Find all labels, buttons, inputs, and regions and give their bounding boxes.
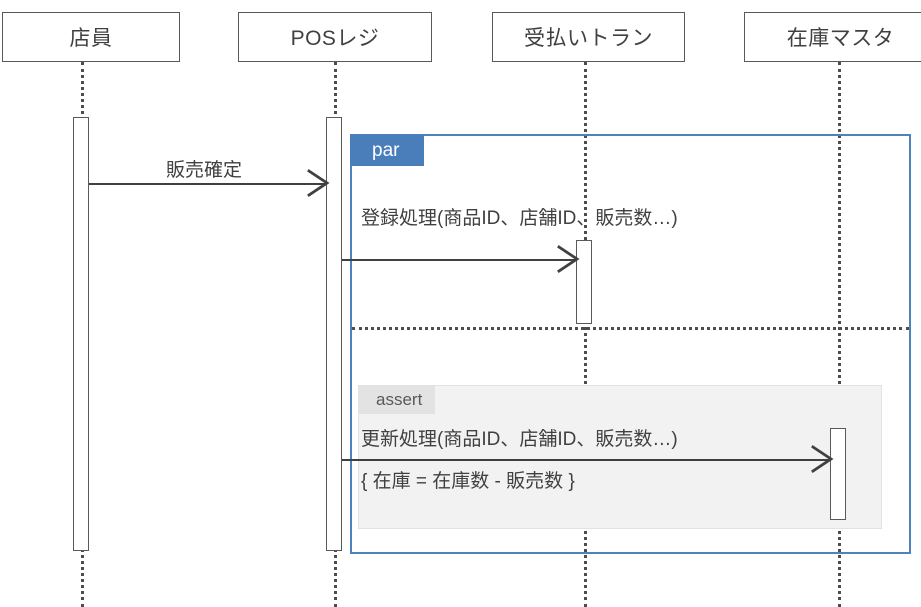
activation-bar-stock[interactable] <box>830 428 846 520</box>
lifeline-head-pos[interactable]: POSレジ <box>238 12 432 62</box>
activation-bar-tran[interactable] <box>576 240 592 324</box>
message-arrowhead-sale-confirm <box>306 167 330 199</box>
message-line-register[interactable] <box>342 259 576 261</box>
message-label-register: 登録処理(商品ID、店舗ID、販売数…) <box>361 208 678 229</box>
activation-bar-clerk[interactable] <box>73 117 89 551</box>
lifeline-label-tran: 受払いトラン <box>524 27 653 50</box>
lifeline-line-tran <box>584 62 587 607</box>
fragment-assert <box>358 385 882 529</box>
fragment-par-label: par <box>350 135 424 166</box>
lifeline-head-tran[interactable]: 受払いトラン <box>492 12 685 62</box>
message-line-sale-confirm[interactable] <box>89 183 326 185</box>
lifeline-line-stock <box>838 62 841 607</box>
lifeline-label-pos: POSレジ <box>290 27 380 50</box>
message-arrowhead-update <box>810 443 834 475</box>
fragment-par <box>350 134 911 554</box>
fragment-par-divider <box>352 327 909 330</box>
message-arrowhead-register <box>556 243 580 275</box>
message-label-update: 更新処理(商品ID、店舗ID、販売数…) <box>361 429 678 450</box>
message-label-sale-confirm: 販売確定 <box>166 160 243 181</box>
fragment-assert-label: assert <box>358 386 435 414</box>
lifeline-label-clerk: 店員 <box>69 27 113 50</box>
lifeline-head-stock[interactable]: 在庫マスタ <box>744 12 921 62</box>
lifeline-label-stock: 在庫マスタ <box>786 27 895 50</box>
message-line-update[interactable] <box>342 459 830 461</box>
lifeline-head-clerk[interactable]: 店員 <box>2 12 180 62</box>
activation-bar-pos[interactable] <box>326 117 342 551</box>
constraint-label-stock: { 在庫 = 在庫数 - 販売数 } <box>361 471 575 492</box>
